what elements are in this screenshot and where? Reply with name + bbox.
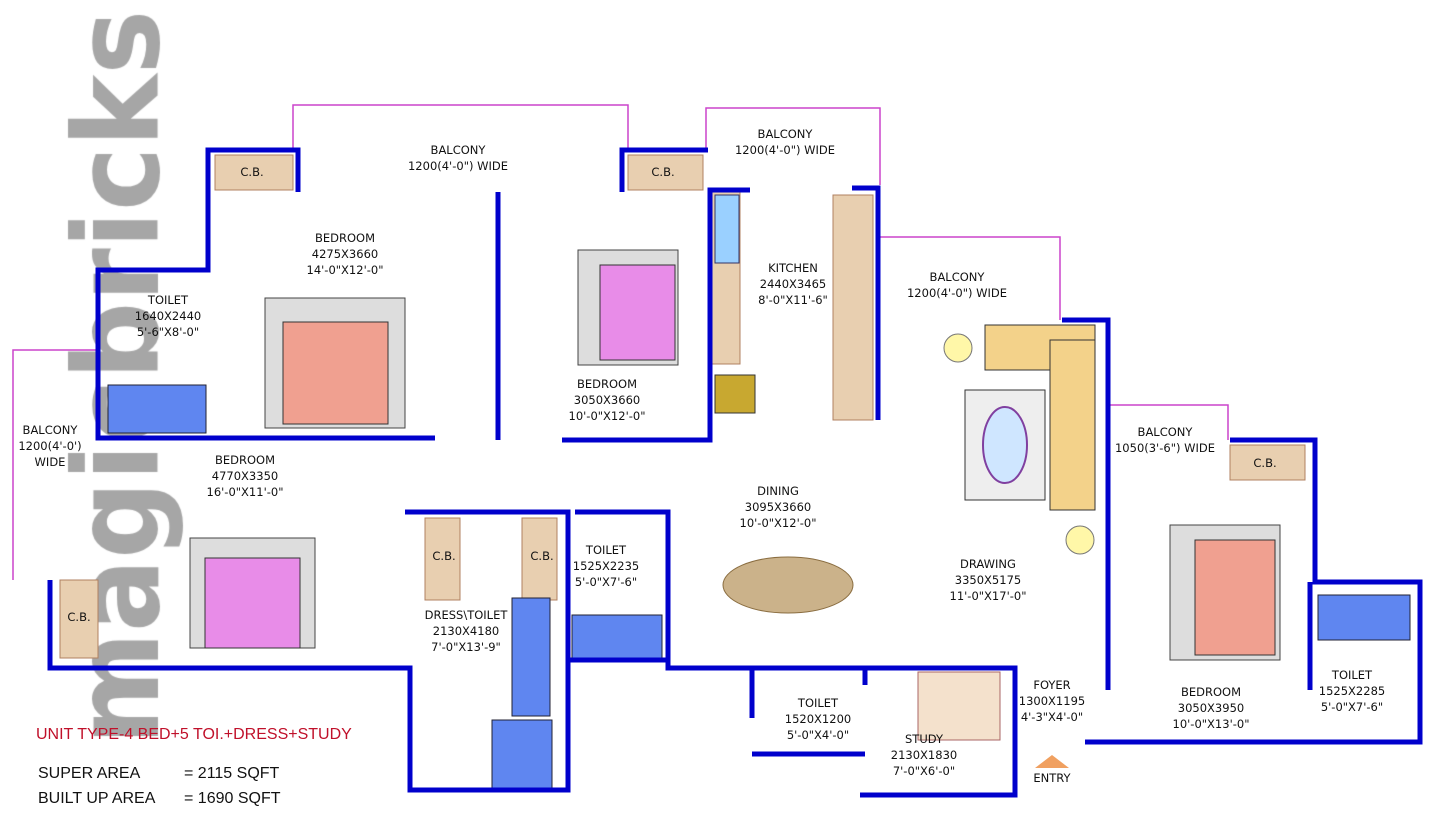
room-name: STUDY xyxy=(904,732,943,746)
room-name: BALCONY xyxy=(929,270,985,284)
room-size: 1520X1200 xyxy=(784,712,852,726)
room-size: 4'-3"X4'-0" xyxy=(1020,710,1084,724)
room-name: BALCONY xyxy=(1137,425,1193,439)
room-size: 3350X5175 xyxy=(954,573,1022,587)
room-size: 1050(3'-6") WIDE xyxy=(1114,441,1216,455)
cupboard-label: C.B. xyxy=(651,165,675,179)
room-size: 3095X3660 xyxy=(744,500,812,514)
room-size: 16'-0"X11'-0" xyxy=(206,485,284,499)
room-size: 5'-6"X8'-0" xyxy=(136,325,200,339)
room-size: 4275X3660 xyxy=(311,247,379,261)
room-dress-toilet: DRESS\TOILET 2130X4180 7'-0"X13'-9" xyxy=(425,607,508,655)
area-label: SUPER AREA xyxy=(38,765,141,782)
room-toilet-1: TOILET 1640X2440 5'-6"X8'-0" xyxy=(135,292,201,340)
room-size: 10'-0"X13'-0" xyxy=(1172,717,1250,731)
room-bedroom-1: BEDROOM 4275X3660 14'-0"X12'-0" xyxy=(307,230,384,278)
room-toilet-4: TOILET 1525X2285 5'-0"X7'-6" xyxy=(1319,667,1385,715)
entry-label: ENTRY xyxy=(1033,771,1071,785)
room-size: 2130X4180 xyxy=(432,624,500,638)
room-bedroom-4: BEDROOM 3050X3950 10'-0"X13'-0" xyxy=(1173,684,1250,732)
room-size: 4770X3350 xyxy=(211,469,279,483)
room-name: BEDROOM xyxy=(576,377,638,391)
room-size: 3050X3950 xyxy=(1177,701,1245,715)
cupboard-label: C.B. xyxy=(1253,456,1277,470)
room-bedroom-3: BEDROOM 4770X3350 16'-0"X11'-0" xyxy=(207,452,284,500)
room-balcony-left: BALCONY 1200(4'-0') WIDE xyxy=(18,422,81,470)
room-name: BALCONY xyxy=(757,127,813,141)
room-size: 1200(4'-0") WIDE xyxy=(734,143,836,157)
room-balcony-top-left: BALCONY 1200(4'-0") WIDE xyxy=(408,142,508,174)
room-toilet-3: TOILET 1520X1200 5'-0"X4'-0" xyxy=(785,695,851,743)
cupboard-label: C.B. xyxy=(432,549,456,563)
room-size: 11'-0"X17'-0" xyxy=(949,589,1027,603)
room-size: 2130X1830 xyxy=(890,748,958,762)
room-size: 8'-0"X11'-6" xyxy=(758,293,828,307)
room-size: 5'-0"X7'-6" xyxy=(574,575,638,589)
room-size: 1300X1195 xyxy=(1018,694,1086,708)
area-value: = 1690 SQFT xyxy=(184,790,281,807)
cupboard-label: C.B. xyxy=(240,165,264,179)
room-toilet-2: TOILET 1525X2235 5'-0"X7'-6" xyxy=(573,542,639,590)
room-study: STUDY 2130X1830 7'-0"X6'-0" xyxy=(891,731,957,779)
room-name: KITCHEN xyxy=(768,261,818,275)
built-up-area-row: BUILT UP AREA = 1690 SQFT xyxy=(38,790,281,808)
cupboard-label: C.B. xyxy=(530,549,554,563)
room-name: TOILET xyxy=(147,293,189,307)
room-name: DRAWING xyxy=(960,557,1016,571)
room-size: WIDE xyxy=(34,455,66,469)
super-area-row: SUPER AREA = 2115 SQFT xyxy=(38,765,279,783)
entry-arrow-icon xyxy=(1035,755,1069,768)
walls xyxy=(47,147,1423,798)
room-size: 3050X3660 xyxy=(573,393,641,407)
unit-type-title: UNIT TYPE-4 BED+5 TOI.+DRESS+STUDY xyxy=(36,726,352,743)
room-name: BALCONY xyxy=(22,423,78,437)
room-foyer: FOYER 1300X1195 4'-3"X4'-0" xyxy=(1019,677,1085,725)
area-value: = 2115 SQFT xyxy=(184,765,280,782)
room-size: 10'-0"X12'-0" xyxy=(739,516,817,530)
room-size: 1525X2285 xyxy=(1318,684,1386,698)
room-name: DINING xyxy=(757,484,799,498)
room-name: BEDROOM xyxy=(1180,685,1242,699)
room-name: BEDROOM xyxy=(214,453,276,467)
room-size: 2440X3465 xyxy=(759,277,827,291)
area-label: BUILT UP AREA xyxy=(38,790,156,807)
room-balcony-top-mid: BALCONY 1200(4'-0") WIDE xyxy=(735,126,835,158)
room-balcony-right-lower: BALCONY 1050(3'-6") WIDE xyxy=(1115,424,1215,456)
room-kitchen: KITCHEN 2440X3465 8'-0"X11'-6" xyxy=(758,260,828,308)
room-size: 7'-0"X6'-0" xyxy=(892,764,956,778)
room-name: TOILET xyxy=(1331,668,1373,682)
balcony-railings xyxy=(12,104,1229,580)
room-size: 5'-0"X7'-6" xyxy=(1320,700,1384,714)
room-size: 1200(4'-0") WIDE xyxy=(407,159,509,173)
room-name: TOILET xyxy=(585,543,627,557)
room-size: 1200(4'-0') xyxy=(18,439,82,453)
room-size: 1640X2440 xyxy=(134,309,202,323)
room-size: 5'-0"X4'-0" xyxy=(786,728,850,742)
room-size: 14'-0"X12'-0" xyxy=(306,263,384,277)
room-dining: DINING 3095X3660 10'-0"X12'-0" xyxy=(740,483,817,531)
room-size: 10'-0"X12'-0" xyxy=(568,409,646,423)
room-size: 1200(4'-0") WIDE xyxy=(906,286,1008,300)
room-name: BEDROOM xyxy=(314,231,376,245)
room-bedroom-2: BEDROOM 3050X3660 10'-0"X12'-0" xyxy=(569,376,646,424)
room-size: 1525X2235 xyxy=(572,559,640,573)
cupboards xyxy=(59,154,1306,659)
room-name: DRESS\TOILET xyxy=(424,608,508,622)
room-name: BALCONY xyxy=(430,143,486,157)
room-drawing: DRAWING 3350X5175 11'-0"X17'-0" xyxy=(950,556,1027,604)
room-size: 7'-0"X13'-9" xyxy=(431,640,501,654)
room-balcony-right: BALCONY 1200(4'-0") WIDE xyxy=(907,269,1007,301)
room-name: FOYER xyxy=(1033,678,1071,692)
furniture xyxy=(107,194,1411,791)
room-name: TOILET xyxy=(797,696,839,710)
cupboard-label: C.B. xyxy=(67,610,91,624)
